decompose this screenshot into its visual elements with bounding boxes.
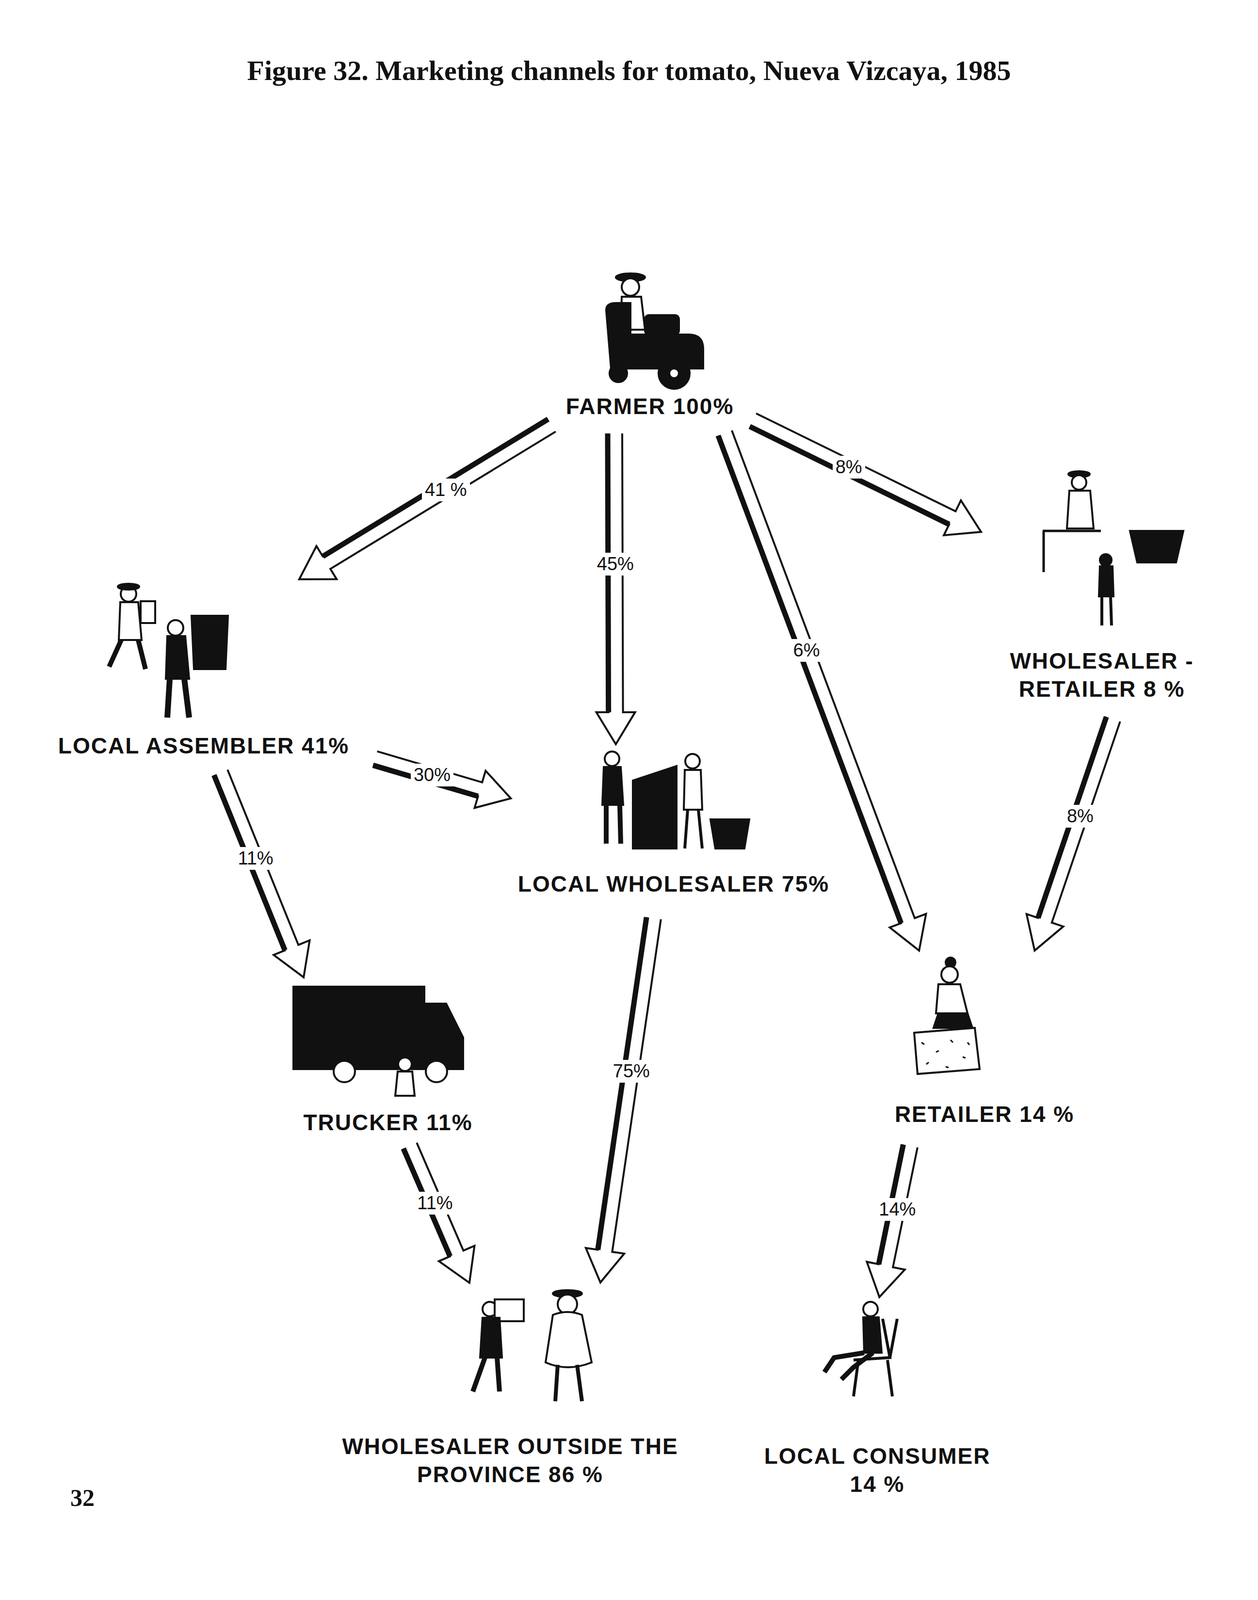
- flow-arrow: [1026, 716, 1121, 951]
- flow-arrow: [299, 419, 556, 580]
- flow-arrow: [585, 917, 662, 1283]
- flow-share: 11%: [414, 1192, 456, 1215]
- arrow-shadow: [718, 435, 902, 924]
- channel-node: LOCAL WHOLESALER 75%: [515, 749, 832, 899]
- wholesaler-icon: [602, 751, 750, 849]
- arrow-shadow: [322, 419, 549, 557]
- channel-node: WHOLESALER OUTSIDE THE PROVINCE 86 %: [323, 1287, 697, 1489]
- node-label: WHOLESALER OUTSIDE THE PROVINCE 86 %: [323, 1433, 697, 1489]
- node-label: TRUCKER 11%: [300, 1109, 475, 1138]
- arrow-outline: [596, 433, 636, 745]
- page-number: 32: [70, 1483, 95, 1513]
- channel-node: TRUCKER 11%: [300, 982, 475, 1138]
- arrow-outline: [372, 751, 511, 809]
- flow-arrow: [372, 751, 511, 809]
- outside-wholesaler-icon: [472, 1290, 592, 1402]
- channel-node: WHOLESALER - RETAILER 8 %: [985, 467, 1219, 704]
- flow-share: 45%: [594, 552, 637, 576]
- arrow-shadow: [597, 917, 647, 1251]
- flow-share: 75%: [610, 1060, 653, 1083]
- channel-node: FARMER 100%: [563, 271, 737, 421]
- arrow-outline: [299, 419, 556, 580]
- flow-arrow: [213, 769, 310, 978]
- arrow-shadow: [213, 775, 285, 952]
- arrow-outline: [749, 413, 982, 536]
- assembler-icon: [109, 583, 228, 718]
- figure-title: Figure 32. Marketing channels for tomato…: [0, 54, 1258, 87]
- truck-icon: [293, 986, 464, 1097]
- retailer-icon: [914, 957, 980, 1075]
- flow-arrow: [403, 1143, 475, 1284]
- farmer-icon: [606, 273, 704, 389]
- node-label: RETAILER 14 %: [892, 1100, 1077, 1129]
- flow-share: 8%: [832, 455, 866, 479]
- node-label: FARMER 100%: [563, 392, 737, 421]
- flow-share: 30%: [410, 763, 454, 787]
- node-label: LOCAL ASSEMBLER 41%: [55, 732, 352, 761]
- node-label: WHOLESALER - RETAILER 8 %: [985, 647, 1219, 704]
- flow-share: 14%: [875, 1198, 919, 1222]
- arrow-outline: [1026, 716, 1121, 951]
- flow-arrow: [749, 413, 982, 536]
- arrow-shadow: [749, 426, 950, 525]
- node-label: LOCAL CONSUMER 14 %: [753, 1442, 1001, 1499]
- channel-node: LOCAL CONSUMER 14 %: [753, 1302, 1001, 1499]
- flow-arrow: [596, 433, 636, 745]
- arrow-shadow: [1037, 716, 1107, 919]
- consumer-icon: [824, 1302, 898, 1397]
- flow-share: 8%: [1064, 805, 1097, 828]
- arrow-outline: [213, 769, 310, 978]
- channel-node: RETAILER 14 %: [892, 955, 1077, 1129]
- node-label: LOCAL WHOLESALER 75%: [515, 870, 832, 899]
- channel-node: LOCAL ASSEMBLER 41%: [55, 581, 352, 761]
- arrow-outline: [403, 1143, 475, 1284]
- flow-share: 11%: [234, 847, 276, 871]
- arrow-outline: [585, 917, 662, 1283]
- wholesaler-retailer-icon: [1042, 471, 1184, 626]
- flow-share: 41 %: [421, 478, 470, 502]
- flow-share: 6%: [790, 639, 823, 662]
